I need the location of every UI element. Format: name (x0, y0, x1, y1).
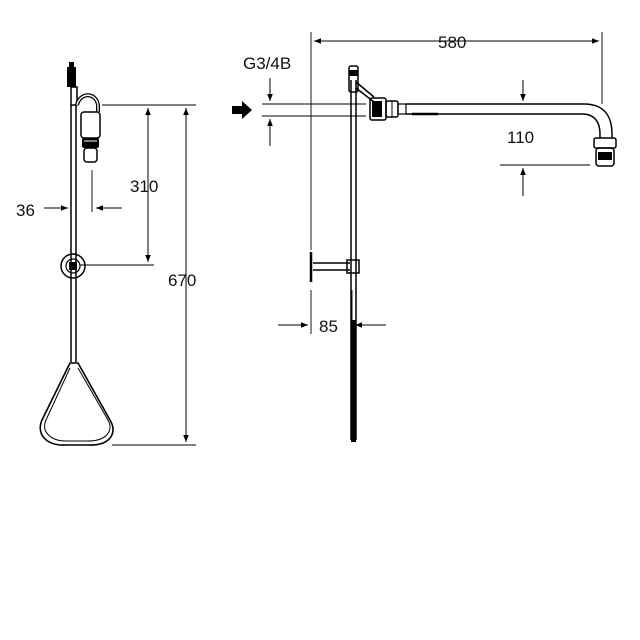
dim-label-310: 310 (130, 177, 158, 196)
dim-label-85: 85 (319, 317, 338, 336)
shower-arm (406, 103, 613, 138)
shower-head (80, 111, 101, 163)
side-view (232, 32, 617, 442)
dim-label-110: 110 (507, 128, 534, 147)
dim-label-580: 580 (438, 33, 466, 52)
wall-bracket (60, 253, 86, 279)
triangle-pull-handle (39, 362, 114, 446)
dim-label-inlet-thread: G3/4B (243, 54, 291, 73)
side-wall-bracket (309, 252, 360, 282)
valve-body (67, 62, 78, 106)
arrow-right-icon (232, 101, 252, 119)
side-pull-rod (350, 80, 357, 442)
side-valve (369, 97, 407, 121)
pull-rod (70, 105, 77, 362)
front-view (39, 62, 196, 446)
dim-label-36: 36 (16, 201, 35, 220)
side-shower-head (593, 137, 617, 167)
side-lever (348, 65, 375, 103)
dim-label-670: 670 (168, 271, 196, 290)
